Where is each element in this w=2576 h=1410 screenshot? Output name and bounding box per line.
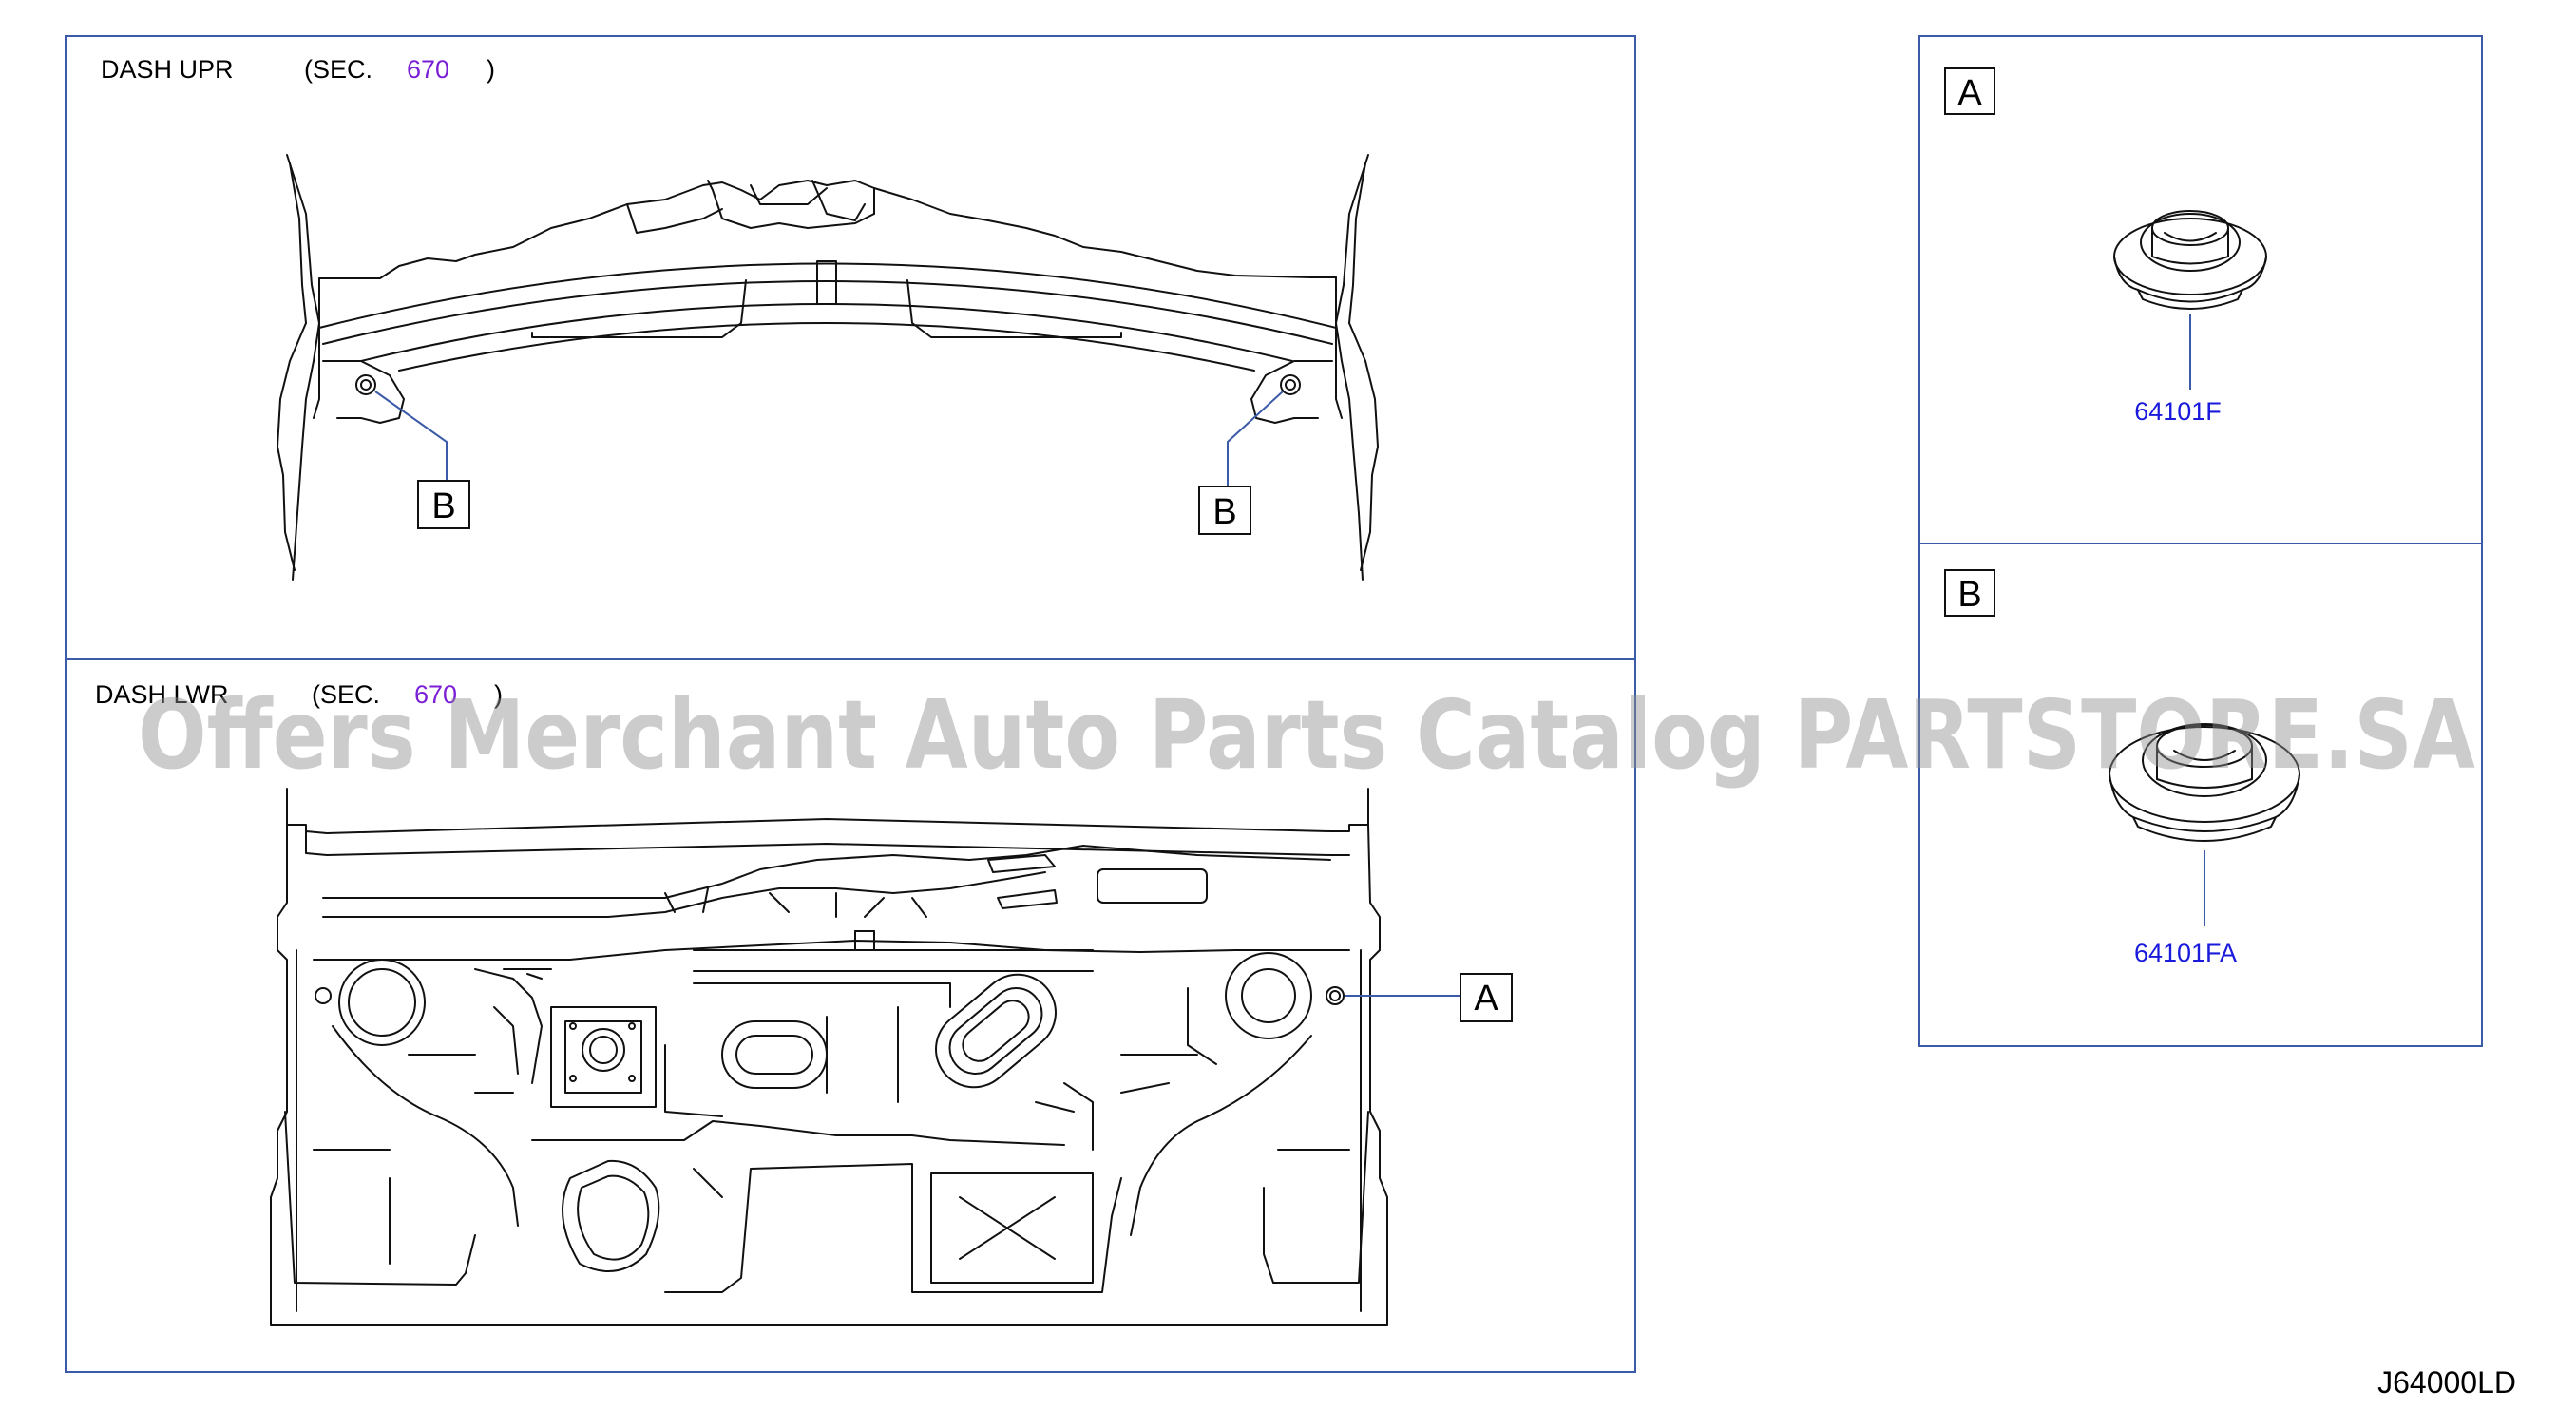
main-diagram-frame xyxy=(65,35,1636,1373)
callout-b-left-letter: B xyxy=(431,486,455,526)
upper-sec-number[interactable]: 670 xyxy=(407,55,449,84)
upper-label-text: DASH UPR xyxy=(101,55,234,84)
upper-sec-open: (SEC. xyxy=(304,55,372,84)
watermark-text: Offers Merchant Auto Parts Catalog PARTS… xyxy=(138,679,2475,791)
callout-a[interactable]: A xyxy=(1460,973,1513,1022)
detail-a: A 64101F xyxy=(1944,67,2267,426)
leader-b-left xyxy=(374,391,448,483)
dash-upper-drawing xyxy=(277,154,1379,581)
part-number-64101f[interactable]: 64101F xyxy=(2134,397,2222,426)
upper-panel-label: DASH UPR (SEC. 670 ) xyxy=(101,55,495,84)
lower-sec-number[interactable]: 670 xyxy=(414,680,457,709)
dash-lower-drawing xyxy=(270,788,1388,1326)
lower-panel-label: DASH LWR (SEC. 670 ) xyxy=(95,680,503,709)
grommet-a-drawing xyxy=(2113,210,2267,310)
callout-a-letter: A xyxy=(1474,979,1498,1019)
detail-a-letter: A xyxy=(1957,73,1982,113)
diagram-code: J64000LD xyxy=(2377,1365,2516,1400)
part-number-64101fa[interactable]: 64101FA xyxy=(2134,939,2237,967)
upper-sec-close: ) xyxy=(487,55,495,84)
lower-sec-close: ) xyxy=(494,680,503,709)
detail-b: B 64101FA xyxy=(1944,569,2300,967)
callout-b-right-letter: B xyxy=(1212,492,1236,532)
lower-sec-open: (SEC. xyxy=(312,680,380,709)
detail-b-letter: B xyxy=(1957,575,1981,615)
leader-b-right xyxy=(1227,391,1284,489)
grommet-b-drawing xyxy=(2109,723,2300,842)
callout-b-left[interactable]: B xyxy=(417,480,470,529)
callout-b-right[interactable]: B xyxy=(1198,486,1251,535)
detail-frame xyxy=(1918,35,2483,1047)
lower-label-text: DASH LWR xyxy=(95,680,229,709)
